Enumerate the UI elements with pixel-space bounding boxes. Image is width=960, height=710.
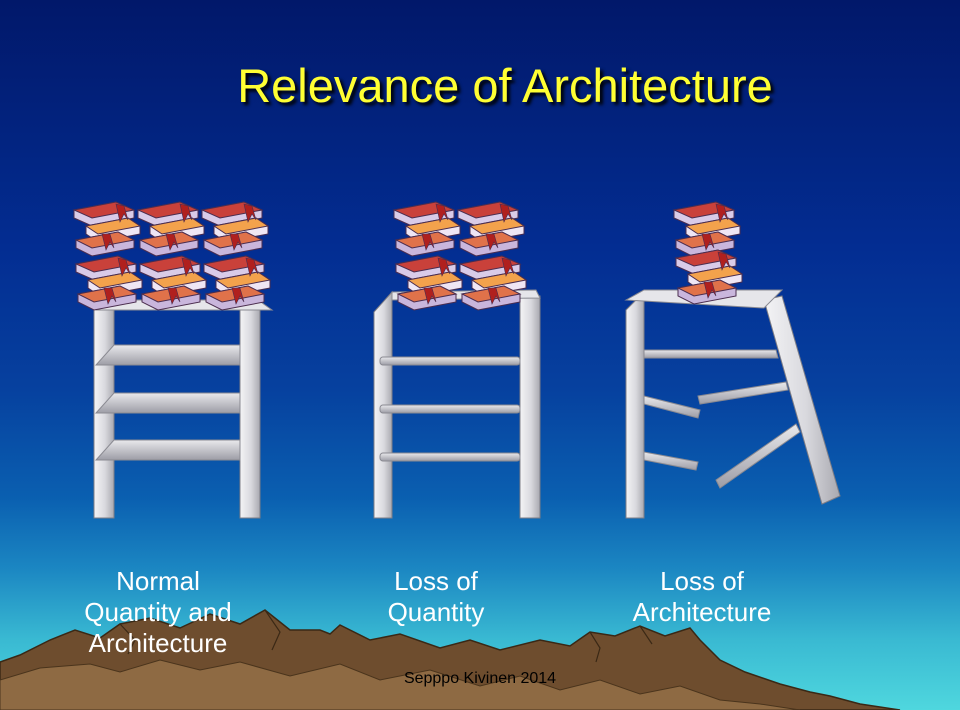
caption-loss-of-architecture-line2: Architecture bbox=[602, 597, 802, 628]
slide-title: Relevance of Architecture bbox=[0, 58, 960, 113]
caption-loss-of-architecture: Loss of Architecture bbox=[602, 566, 802, 628]
caption-loss-of-quantity-line2: Quantity bbox=[336, 597, 536, 628]
bookcase bbox=[74, 202, 272, 518]
author-credit: Sepppo Kivinen 2014 bbox=[380, 670, 580, 688]
caption-normal: Normal Quantity and Architecture bbox=[58, 566, 258, 659]
caption-loss-of-quantity: Loss of Quantity bbox=[336, 566, 536, 628]
books-stack-3 bbox=[674, 202, 742, 304]
caption-normal-line3: Architecture bbox=[58, 628, 258, 659]
caption-normal-line2: Quantity and bbox=[58, 597, 258, 628]
broken-ladder bbox=[626, 202, 840, 518]
caption-loss-of-architecture-line1: Loss of bbox=[602, 566, 802, 597]
books-stack-1 bbox=[74, 202, 270, 310]
ladder bbox=[374, 202, 540, 518]
caption-normal-line1: Normal bbox=[58, 566, 258, 597]
caption-loss-of-quantity-line1: Loss of bbox=[336, 566, 536, 597]
